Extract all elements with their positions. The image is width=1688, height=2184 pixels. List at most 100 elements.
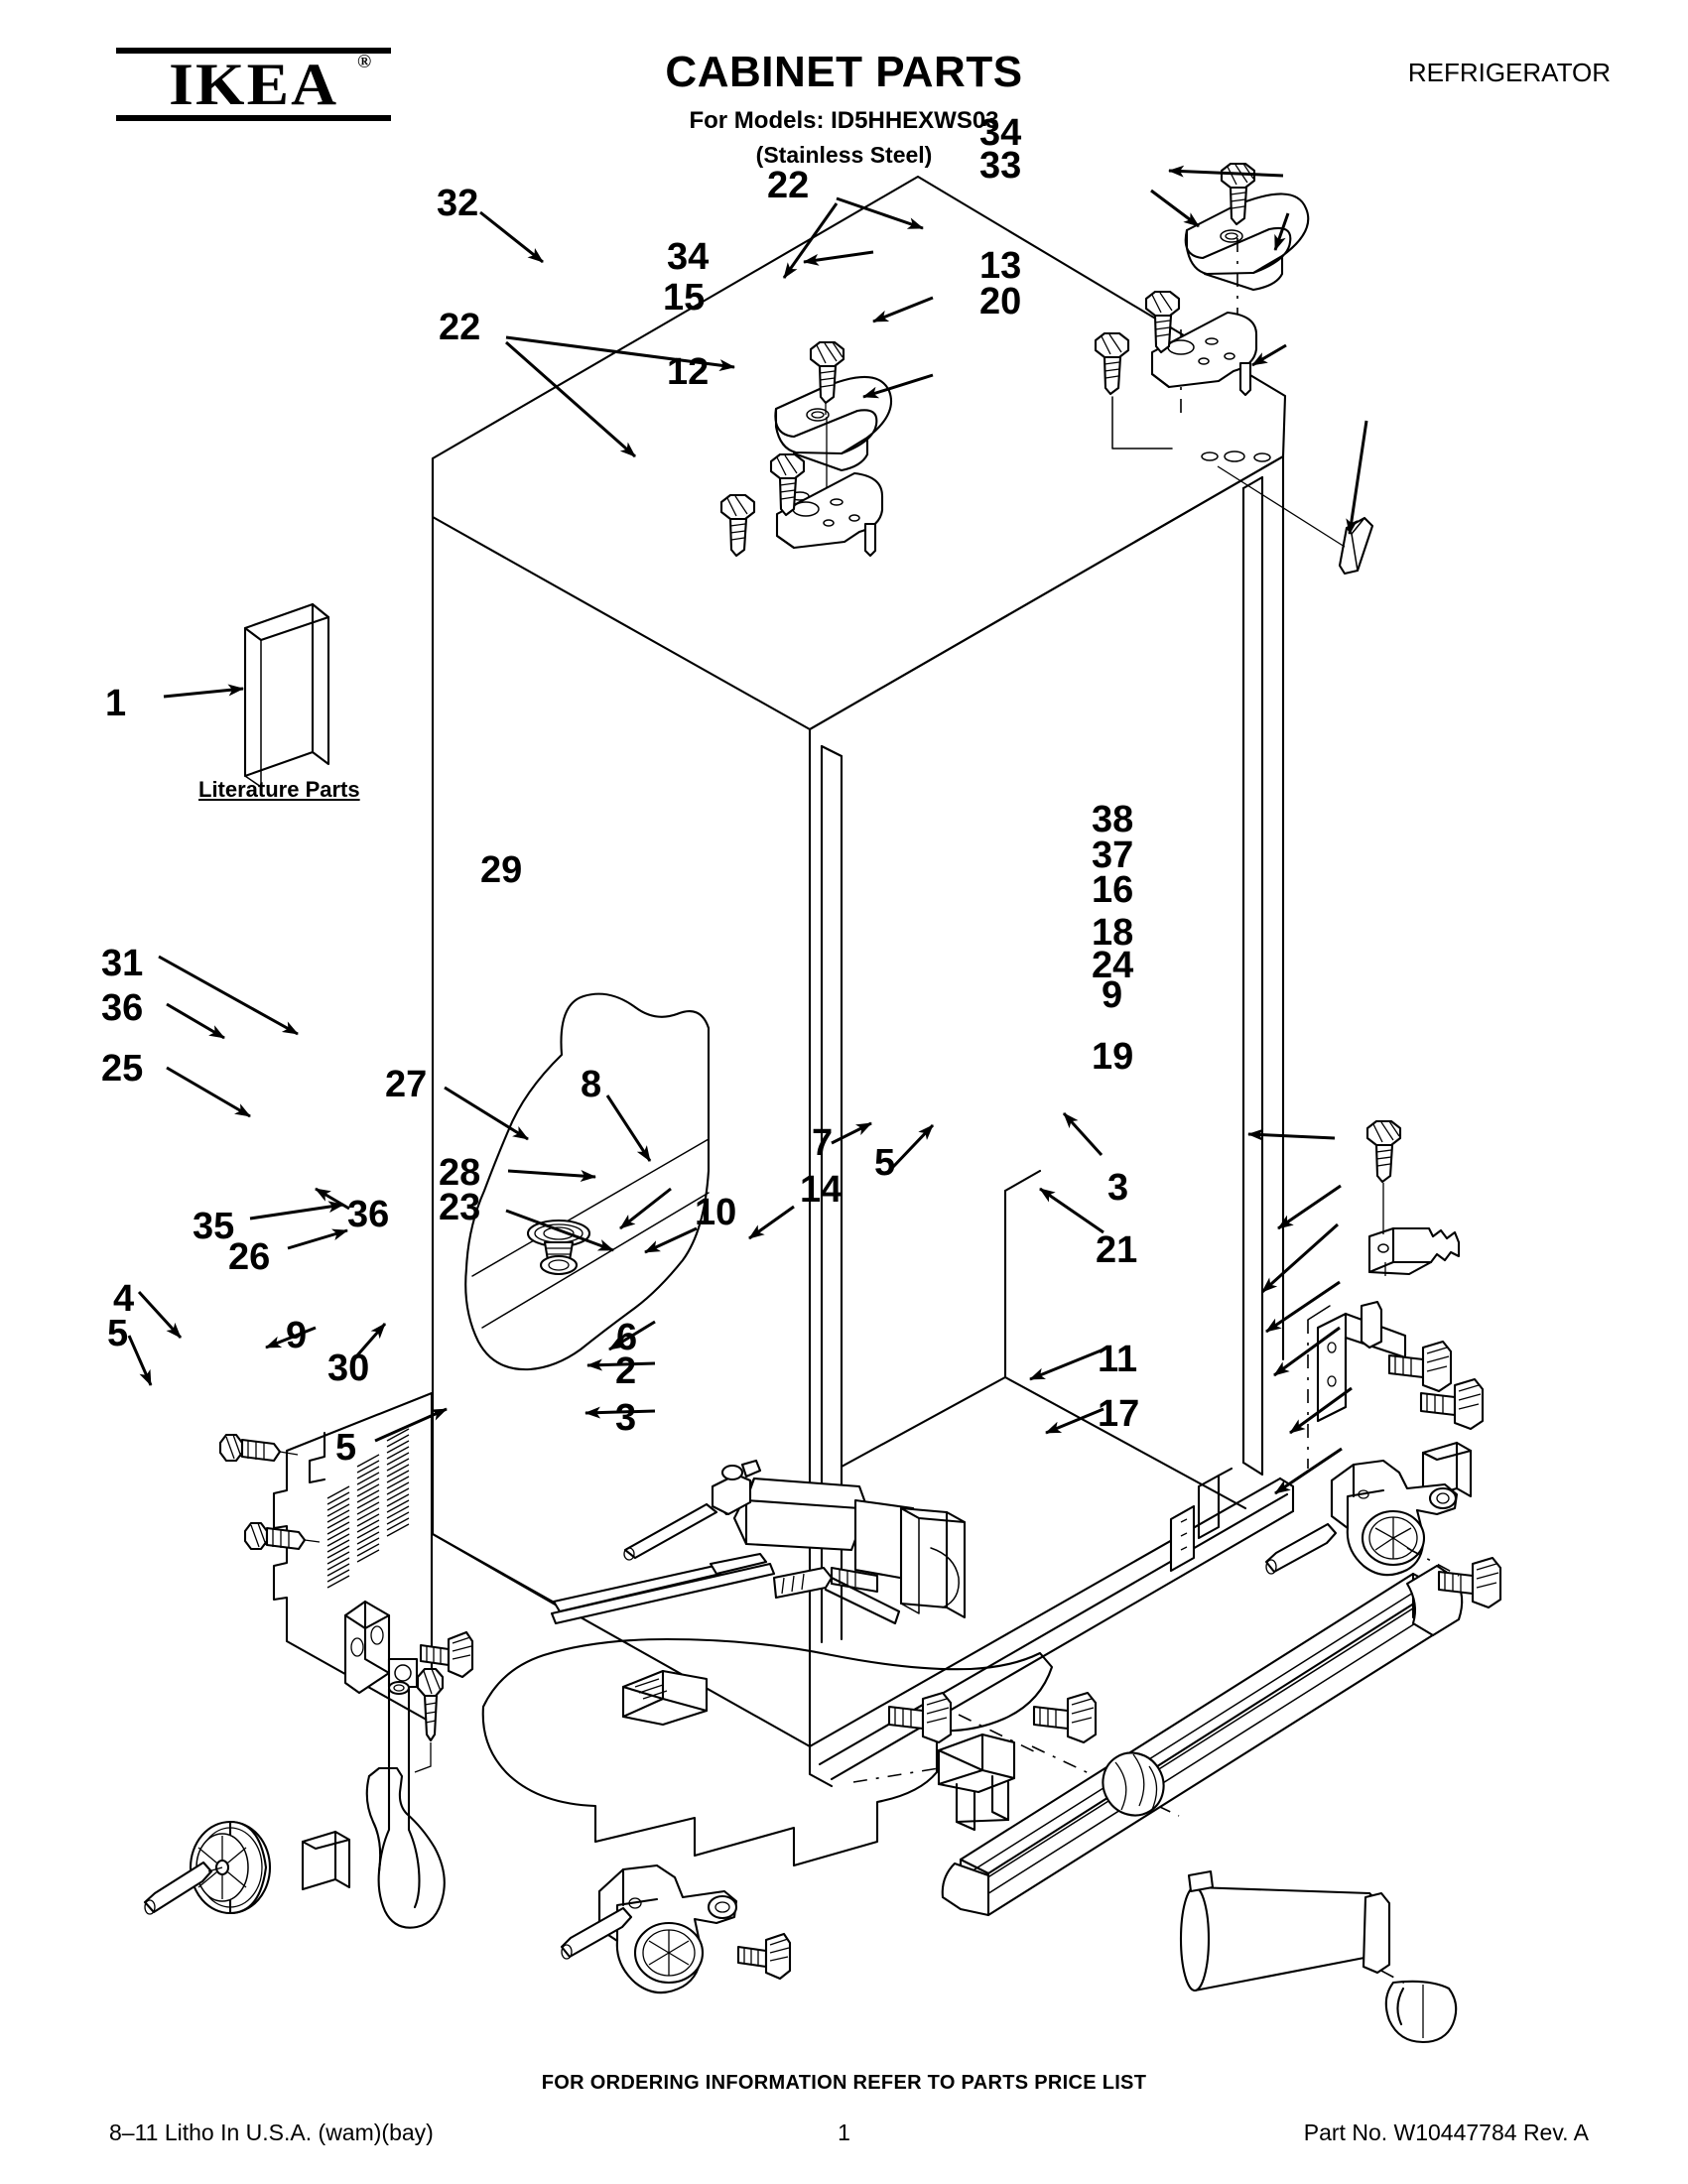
axis-16-top	[1307, 1305, 1331, 1321]
callout-1: 1	[105, 683, 127, 724]
callout-17: 17	[1098, 1393, 1140, 1435]
screw-26-axis	[414, 1742, 432, 1773]
screw-36-rear	[218, 1433, 299, 1463]
axis-3-right	[1406, 1547, 1460, 1577]
callout-13: 13	[979, 245, 1022, 287]
drain-hose-30	[365, 1680, 446, 1929]
axle-pin-5-left	[143, 1861, 213, 1915]
literature-parts-item	[243, 602, 330, 788]
bracket-35	[343, 1600, 419, 1695]
callout-16: 16	[1092, 869, 1134, 911]
callout-19: 19	[1092, 1036, 1134, 1078]
footer-part-number: Part No. W10447784 Rev. A	[1303, 2120, 1589, 2145]
registered-trademark-icon: ®	[357, 52, 372, 72]
bracket-16	[1316, 1300, 1407, 1423]
leader-line-20-part	[1217, 465, 1346, 548]
hinge-plate-13	[1150, 311, 1258, 397]
callout-21: 21	[1096, 1229, 1138, 1271]
literature-parts-label: Literature Parts	[198, 777, 360, 802]
screw-34-right	[1220, 162, 1256, 226]
compressor-area-outline	[481, 1637, 1054, 1867]
ikea-logo-text: IKEA	[168, 52, 339, 117]
callout-38: 38	[1092, 799, 1134, 840]
callout-24: 24	[1092, 945, 1134, 986]
bumper-9-left	[301, 1830, 351, 1891]
screw-14	[1032, 1691, 1098, 1744]
callout-5: 5	[874, 1142, 896, 1184]
callout-3: 3	[1107, 1167, 1129, 1209]
screw-10	[887, 1691, 953, 1744]
screw-22-right-b	[1094, 331, 1130, 396]
callout-2: 2	[615, 1350, 637, 1392]
callout-34: 34	[979, 112, 1022, 154]
callout-33: 33	[979, 145, 1022, 187]
callout-11: 11	[1098, 1339, 1138, 1380]
hinge-plate-12	[775, 471, 884, 558]
callout-3: 3	[615, 1397, 637, 1439]
callout-12: 12	[667, 351, 710, 393]
axle-pin-5-bottom	[560, 1906, 633, 1960]
finish-line: (Stainless Steel)	[755, 142, 933, 168]
screw-22-left-a	[769, 452, 806, 517]
axis-17	[1380, 1970, 1408, 1986]
screw-3-right	[1437, 1556, 1502, 1609]
callout-10: 10	[695, 1192, 737, 1233]
callout-36: 36	[347, 1194, 390, 1235]
callout-7: 7	[812, 1122, 834, 1164]
bumper-9-right	[1421, 1441, 1473, 1500]
footer-left-text: 8–11 Litho In U.S.A. (wam)(bay)	[109, 2120, 434, 2145]
callout-37: 37	[1092, 835, 1134, 876]
callout-6: 6	[616, 1317, 638, 1358]
screw-38	[1365, 1119, 1402, 1184]
page-title: CABINET PARTS	[665, 48, 1023, 96]
callout-23: 23	[439, 1187, 481, 1228]
callout-8: 8	[581, 1064, 602, 1105]
screw-22-left-b	[719, 493, 756, 558]
ordering-note: FOR ORDERING INFORMATION REFER TO PARTS …	[541, 2072, 1147, 2094]
callout-35: 35	[193, 1206, 235, 1247]
tube-28	[550, 1552, 901, 1625]
insulation-outline	[464, 992, 711, 1371]
rear-access-panel-31	[272, 1391, 434, 1725]
callout-14: 14	[800, 1169, 843, 1211]
screw-3-bottom	[736, 1932, 792, 1981]
callout-28: 28	[439, 1152, 481, 1194]
screw-24	[1419, 1377, 1485, 1431]
screw-path-22	[1111, 396, 1173, 450]
drain-plug-29	[526, 1219, 591, 1276]
screw-36-bracket	[419, 1630, 474, 1679]
category-label: REFRIGERATOR	[1407, 58, 1611, 87]
callout-4: 4	[113, 1278, 135, 1320]
screw-34-left	[809, 340, 845, 415]
bottle-11	[1179, 1869, 1391, 1992]
relay-cover-23	[621, 1669, 709, 1727]
callout-9: 9	[286, 1315, 308, 1356]
callout-20: 20	[979, 281, 1022, 322]
callout-18: 18	[1092, 912, 1134, 954]
hinge-cover-33	[1184, 193, 1310, 292]
callout-34: 34	[667, 236, 710, 278]
clip-20	[1338, 516, 1374, 576]
callout-5: 5	[335, 1427, 357, 1469]
ikea-logo: IKEA	[116, 48, 391, 121]
drier-8	[711, 1459, 967, 1619]
axle-axis	[207, 1866, 223, 1872]
screw-18	[1387, 1340, 1453, 1393]
footer-page-number: 1	[838, 2120, 850, 2145]
axis-10	[958, 1714, 1041, 1755]
louver-vents	[326, 1428, 410, 1589]
callout-5: 5	[107, 1313, 129, 1354]
leader-1	[163, 684, 244, 699]
callout-36: 36	[101, 987, 144, 1029]
screw-25-rear	[243, 1521, 321, 1551]
base-grille-21	[941, 1564, 1464, 1917]
axis-6	[852, 1767, 940, 1783]
roller-assembly-19	[1330, 1459, 1459, 1577]
bracket-6	[937, 1733, 1016, 1832]
screw-22-right-a	[1144, 290, 1181, 354]
models-line: For Models: ID5HHEXWS03	[689, 107, 999, 134]
callout-30: 30	[327, 1348, 370, 1389]
callout-32: 32	[437, 183, 479, 224]
cap-17	[1384, 1980, 1458, 2044]
